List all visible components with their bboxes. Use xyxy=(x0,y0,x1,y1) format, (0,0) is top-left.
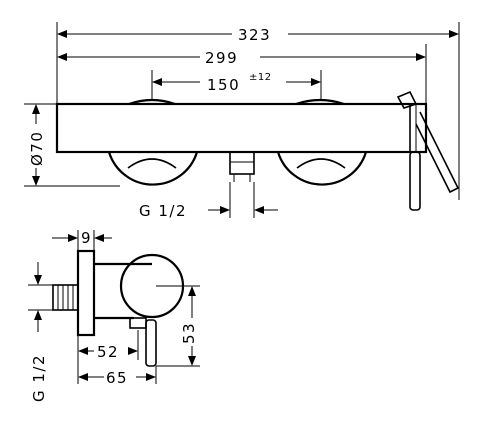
side-lever-rod xyxy=(145,319,157,367)
dim-outlet-offset: 9 xyxy=(52,229,112,251)
dim-body-width: 299 xyxy=(57,44,427,104)
front-view xyxy=(55,90,460,211)
body-profile xyxy=(94,262,152,320)
dim-g12-front-label: G 1/2 xyxy=(139,202,187,220)
dim-9-label: 9 xyxy=(81,229,92,247)
dim-g12-side-label: G 1/2 xyxy=(30,354,48,402)
dim-depth-handle: 52 xyxy=(77,330,139,384)
dim-inlet-height: 53 xyxy=(156,285,200,367)
bottom-outlet xyxy=(229,151,255,175)
right-handle-bottom xyxy=(276,151,368,186)
dim-150-label: 150 xyxy=(207,76,240,94)
dim-150-tolerance: ±12 xyxy=(249,72,272,83)
mixer-body xyxy=(55,102,428,154)
dim-body-diameter: Ø70 xyxy=(24,103,120,187)
lever-diagonal xyxy=(415,111,460,194)
dim-299-label: 299 xyxy=(205,49,238,67)
dim-323-label: 323 xyxy=(238,26,271,44)
side-view xyxy=(52,249,185,367)
inlet-stub xyxy=(52,284,79,311)
dim-65-label: 65 xyxy=(106,369,128,387)
lever-upper xyxy=(396,90,418,109)
right-handle-top xyxy=(295,98,345,106)
left-handle-bottom xyxy=(107,151,199,186)
lever-rod xyxy=(409,151,421,211)
dim-inlet-thread-side: G 1/2 xyxy=(28,262,53,402)
right-handle-inner xyxy=(296,158,346,169)
dim-53-label: 53 xyxy=(180,322,198,344)
dim-handle-spacing: 150 ±12 xyxy=(151,70,322,100)
side-outlet xyxy=(129,317,147,329)
dim-overall-width: 323 xyxy=(56,22,460,200)
left-handle-inner xyxy=(127,158,177,169)
wall-plate xyxy=(76,249,96,337)
dim-depth-total: 65 xyxy=(78,366,157,387)
dim-diameter-label: Ø70 xyxy=(28,131,46,166)
dim-inlet-thread-front: G 1/2 xyxy=(139,182,278,220)
dim-52-label: 52 xyxy=(97,343,119,361)
